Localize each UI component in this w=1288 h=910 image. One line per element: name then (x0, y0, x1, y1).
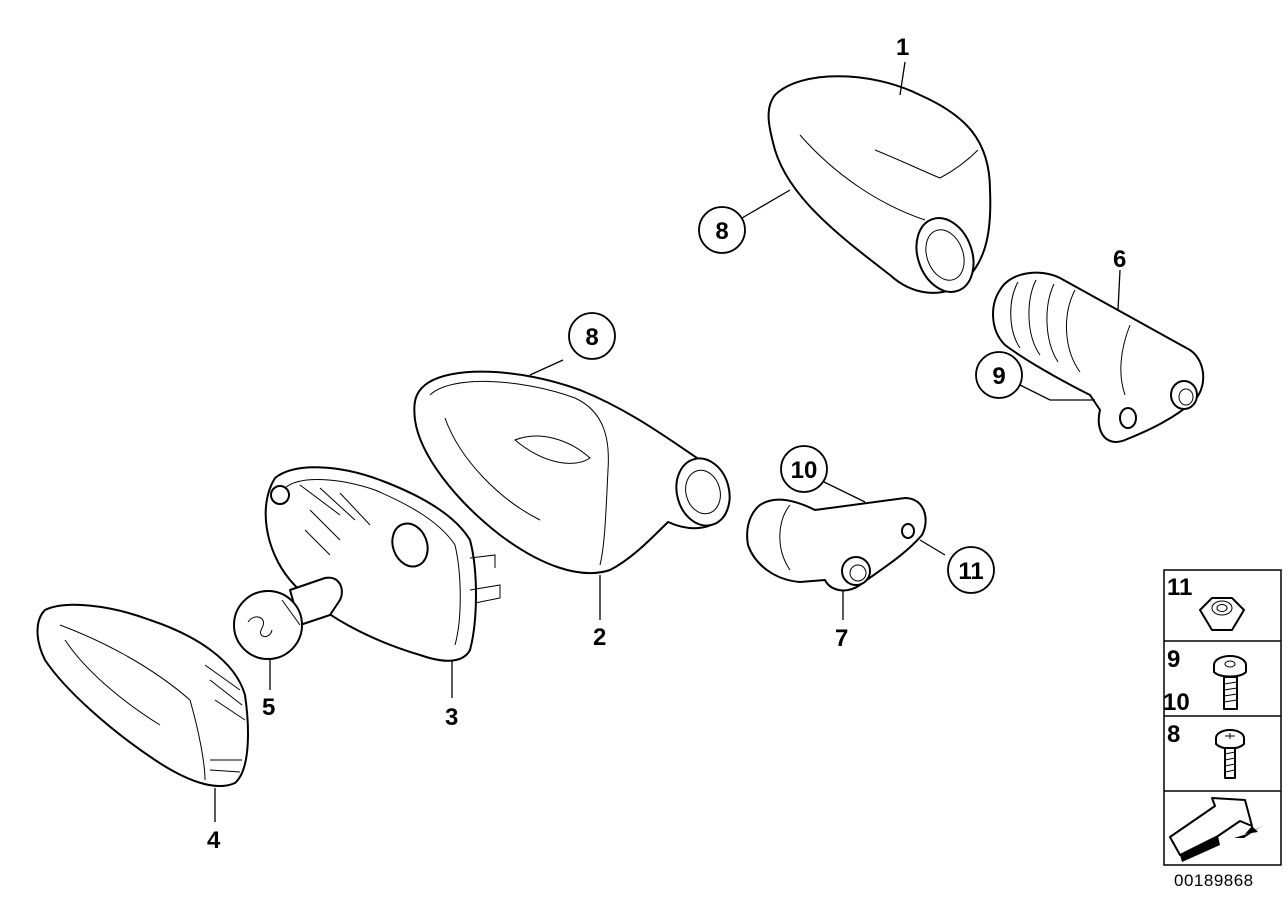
label-8b: 8 (585, 324, 598, 351)
label-2: 2 (593, 624, 606, 651)
document-number: 00189868 (1174, 871, 1254, 890)
screw-icon (1215, 729, 1245, 779)
lens (36, 603, 249, 787)
nut-icon (1199, 597, 1245, 631)
legend-label-9: 9 (1167, 646, 1180, 673)
callout-circle-10 (780, 445, 828, 493)
leader-lines (214, 61, 1121, 822)
legend-label-8: 8 (1167, 721, 1180, 748)
label-11: 11 (958, 558, 983, 585)
bracket-small (746, 497, 927, 592)
callout-circle-11 (947, 546, 995, 594)
label-7: 7 (835, 625, 848, 652)
callout-circle-8b (568, 312, 616, 360)
callouts: 1 8 6 9 8 2 10 11 7 3 5 4 (207, 34, 1126, 854)
callout-circle-8a (698, 206, 746, 254)
housing-top (767, 75, 992, 294)
bolt-icon (1213, 655, 1247, 710)
label-9: 9 (992, 363, 1005, 390)
direction-arrow-icon (1169, 797, 1262, 862)
housing-middle (413, 370, 731, 574)
legend-label-10: 10 (1163, 689, 1190, 716)
label-10: 10 (791, 457, 818, 484)
callout-circle-9 (975, 351, 1023, 399)
label-6: 6 (1113, 246, 1126, 273)
label-4: 4 (207, 827, 221, 854)
stem-bracket (992, 271, 1205, 443)
label-1: 1 (896, 34, 909, 61)
label-5: 5 (262, 694, 275, 721)
label-3: 3 (445, 704, 458, 731)
bulb (233, 576, 343, 660)
hardware-legend: 11 9 10 8 (1163, 569, 1282, 866)
legend-label-11: 11 (1167, 574, 1192, 601)
label-8a: 8 (715, 218, 728, 245)
reflector (264, 466, 501, 662)
